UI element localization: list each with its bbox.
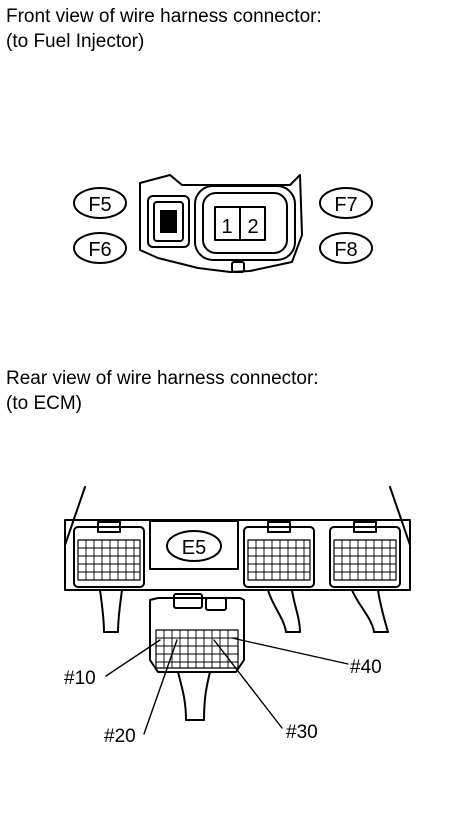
ecm-connector-group: E5 #10 bbox=[64, 486, 411, 747]
label-f7: F7 bbox=[319, 187, 373, 219]
ecm-caption-line1: Rear view of wire harness connector: bbox=[6, 368, 319, 389]
label-f6: F6 bbox=[73, 232, 127, 264]
callout-pin-40: #40 bbox=[350, 657, 382, 678]
label-f5: F5 bbox=[73, 187, 127, 219]
injector-caption-line1: Front view of wire harness connector: bbox=[6, 6, 322, 27]
injector-connector-group: F5 F6 F7 F8 1 2 bbox=[73, 174, 373, 273]
latch-icon bbox=[147, 195, 190, 248]
pin-2-label: 2 bbox=[247, 216, 258, 238]
injector-caption-line2: (to Fuel Injector) bbox=[6, 31, 145, 52]
label-e5-text: E5 bbox=[182, 537, 206, 559]
ecm-caption: Rear view of wire harness connector: (to… bbox=[6, 366, 319, 416]
label-f8: F8 bbox=[319, 232, 373, 264]
injector-shroud bbox=[194, 185, 296, 261]
e5-harness-connector bbox=[149, 593, 245, 721]
label-f5-text: F5 bbox=[88, 194, 111, 216]
callout-pin-20: #20 bbox=[104, 726, 136, 747]
injector-caption: Front view of wire harness connector: (t… bbox=[6, 4, 322, 54]
label-f8-text: F8 bbox=[334, 239, 357, 261]
pin-1-label: 1 bbox=[221, 216, 232, 238]
callout-pin-30: #30 bbox=[286, 722, 318, 743]
callout-pin-10: #10 bbox=[64, 668, 96, 689]
ecm-caption-line2: (to ECM) bbox=[6, 393, 82, 414]
label-f7-text: F7 bbox=[334, 194, 357, 216]
label-f6-text: F6 bbox=[88, 239, 111, 261]
injector-housing bbox=[139, 174, 303, 273]
